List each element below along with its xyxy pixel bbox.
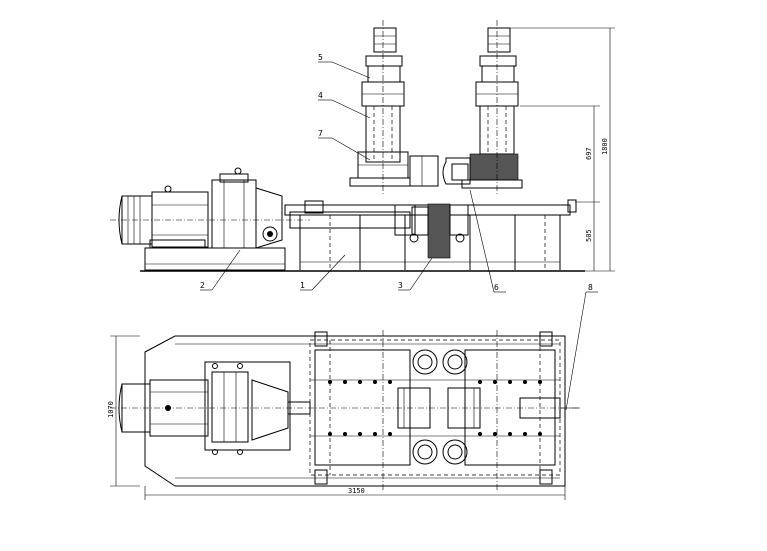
dim-height-lower: 505 — [585, 229, 593, 242]
top-frame — [309, 330, 580, 490]
callout-8: 8 — [588, 283, 593, 292]
dim-height-total: 1800 — [601, 138, 609, 155]
dim-height-upper: 697 — [585, 147, 593, 160]
vertical-unit-right — [442, 20, 523, 195]
callout-6: 6 — [494, 283, 499, 292]
callout-1: 1 — [300, 281, 305, 290]
front-view: 5 4 7 2 1 3 6 8 — [110, 20, 615, 411]
callout-3: 3 — [398, 281, 403, 290]
dim-width-total: 1070 — [107, 401, 115, 418]
drive-motor — [110, 185, 310, 249]
dimensions-top: 1070 3150 — [107, 335, 566, 500]
callout-5: 5 — [318, 53, 323, 62]
base-frame — [140, 199, 585, 272]
dim-length-total: 3150 — [348, 487, 365, 495]
dimensions-front: 1800 697 505 — [510, 27, 615, 272]
callouts-front: 5 4 7 2 1 3 6 8 — [200, 53, 598, 411]
reducer-2 — [211, 167, 283, 249]
callout-7: 7 — [318, 129, 323, 138]
callout-2: 2 — [200, 281, 205, 290]
top-reducer — [204, 361, 291, 455]
main-shaft — [289, 200, 469, 259]
vertical-unit-left — [349, 20, 439, 195]
callout-4: 4 — [318, 91, 323, 100]
top-view: 1070 3150 — [107, 330, 580, 500]
